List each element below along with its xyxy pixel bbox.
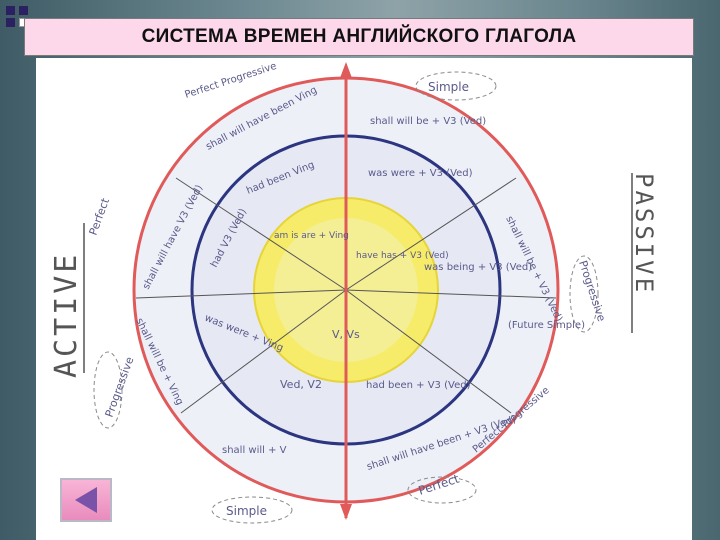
sector-line <box>135 289 347 299</box>
diagram-page: ACTIVE PASSIVE Simple Perfect Progressiv… <box>36 58 692 540</box>
formula-past-perfect-passive: had been + V3 (Ved) <box>366 380 471 391</box>
aspect-frame <box>211 496 293 524</box>
tense-wheel-diagram: ACTIVE PASSIVE Simple Perfect Progressiv… <box>49 61 658 524</box>
back-button[interactable] <box>60 478 112 522</box>
sector-line <box>345 177 517 291</box>
formula-future-simple-passive: shall will be + V3 (Ved) <box>370 116 486 127</box>
formula-past-progressive-passive: was being + V3 (Ved) <box>424 262 532 273</box>
aspect-progressive-active: Progressive <box>103 355 137 419</box>
aspect-frame <box>415 71 497 101</box>
axis-arrow-down-icon <box>340 504 352 520</box>
back-arrow-icon <box>75 487 97 513</box>
slide-title-text: СИСТЕМА ВРЕМЕН АНГЛИЙСКОГО ГЛАГОЛА <box>141 26 577 47</box>
aspect-simple-bottom: Simple <box>226 504 267 518</box>
formula-past-simple-passive: was were + V3 (Ved) <box>368 168 473 179</box>
decor-square <box>6 18 15 27</box>
sector-line <box>175 177 347 291</box>
decor-square <box>19 6 28 15</box>
formula-past-simple-active: Ved, V2 <box>280 378 322 391</box>
aspect-frame <box>93 351 123 429</box>
decor-square <box>6 6 15 15</box>
aspect-frame <box>407 476 477 504</box>
sector-line <box>180 289 347 414</box>
slide-title: СИСТЕМА ВРЕМЕН АНГЛИЙСКОГО ГЛАГОЛА <box>24 18 694 56</box>
active-label: ACTIVE <box>49 252 84 378</box>
axis-arrow-up-icon <box>340 62 352 78</box>
passive-label: PASSIVE <box>630 173 658 295</box>
sector-line <box>345 289 557 299</box>
formula-future-simple-active: shall will + V <box>222 445 287 456</box>
formula-present-progressive: am is are + Ving <box>274 231 349 241</box>
aspect-perfect-active: Perfect <box>87 196 113 237</box>
formula-present-perfect: have has + V3 (Ved) <box>356 251 449 261</box>
aspect-frame <box>569 255 599 333</box>
aspect-progressive-passive: Progressive <box>576 259 608 323</box>
aspect-future-simple: (Future Simple) <box>508 320 585 331</box>
sector-line <box>345 289 512 414</box>
formula-present-center: V, Vs <box>332 328 360 341</box>
aspect-simple-top: Simple <box>428 80 469 94</box>
